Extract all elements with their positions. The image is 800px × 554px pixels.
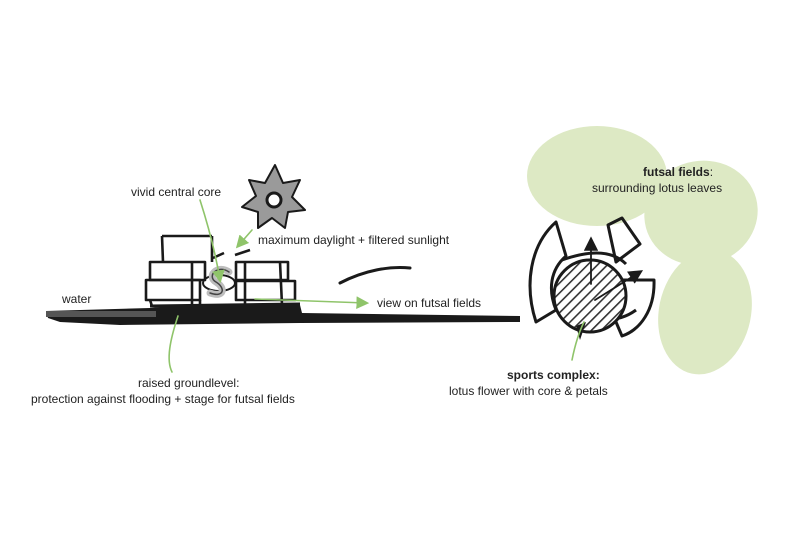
leaf-right — [644, 160, 758, 266]
label-flooding-protection: protection against flooding + stage for … — [31, 392, 295, 406]
ground-mass — [46, 305, 520, 325]
sun-icon — [241, 164, 306, 229]
label-futsal-fields: futsal fields: — [643, 165, 713, 180]
label-lotus-flower: lotus flower with core & petals — [449, 384, 608, 398]
core-arrows — [583, 236, 644, 301]
complex-leader — [571, 321, 585, 361]
lotus-leaves — [527, 126, 758, 375]
lotus-core — [552, 258, 628, 334]
lotus-diagram — [527, 126, 758, 375]
leaf-bottom — [658, 249, 752, 375]
label-daylight: maximum daylight + filtered sunlight — [258, 233, 450, 247]
futsal-fields-title: futsal fields — [643, 165, 710, 179]
leader-lines — [168, 199, 370, 373]
label-vivid-central-core: vivid central core — [131, 185, 222, 199]
label-surrounding-lotus-leaves: surrounding lotus leaves — [592, 181, 723, 195]
label-view-on-futsal-fields: view on futsal fields — [377, 296, 482, 310]
leaf-top — [527, 126, 667, 226]
view-arc — [338, 266, 412, 285]
water-surface — [46, 311, 156, 317]
building — [144, 234, 297, 307]
bottom-petal-marker — [576, 322, 586, 340]
section-sketch — [46, 164, 520, 373]
futsal-fields-colon: : — [709, 165, 714, 179]
label-raised-groundlevel: raised groundlevel: — [138, 376, 240, 390]
label-sports-complex: sports complex: — [507, 368, 600, 382]
label-water: water — [62, 292, 92, 306]
